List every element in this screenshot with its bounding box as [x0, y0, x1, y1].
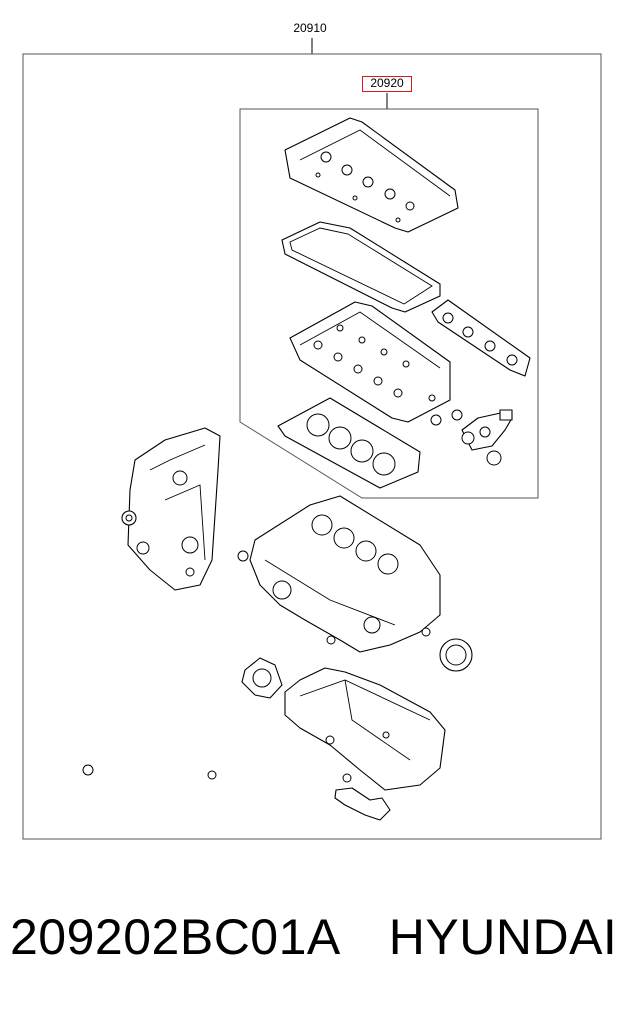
water-pump-gasket [241, 657, 283, 699]
water-pipe [80, 726, 244, 780]
head-gasket [277, 397, 421, 489]
kit-frame [239, 108, 539, 499]
oil-pan [284, 667, 446, 791]
crank-front-seal [121, 510, 137, 526]
block-small-seals [237, 550, 431, 645]
cylinder-head [289, 301, 451, 423]
thermostat-housing [461, 409, 513, 451]
small-seals [430, 409, 502, 466]
exhaust-manifold-gasket [431, 299, 531, 377]
rear-main-seal [439, 638, 473, 672]
assembly-number-label: 20910 [293, 21, 327, 35]
part-number-text: 209202BC01A [10, 909, 341, 965]
oil-strainer [334, 773, 391, 821]
kit-number-label: 20920 [362, 76, 412, 92]
timing-cover [127, 427, 221, 591]
brand-text: HYUNDAI [388, 909, 618, 965]
part-caption: 209202BC01A HYUNDAI [10, 908, 617, 966]
engine-block [249, 495, 441, 653]
valve-cover-gasket [281, 221, 441, 313]
assembly-frame [22, 53, 602, 840]
valve-cover [284, 117, 459, 233]
